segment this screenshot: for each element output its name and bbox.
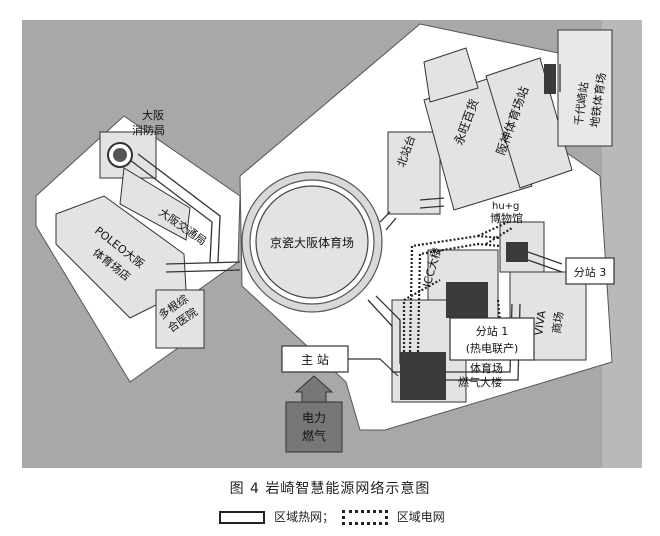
fire-station-label-1: 大阪	[142, 108, 164, 122]
hospital-building	[155, 289, 205, 349]
north-platform-building	[387, 131, 441, 215]
heat-network-swatch	[219, 511, 266, 524]
main-station-box	[281, 345, 349, 373]
supply-arrow	[294, 375, 334, 403]
heat-network	[129, 64, 563, 381]
substation3-label: 分站 3	[574, 265, 607, 279]
substation3-block	[506, 242, 528, 262]
legend: 区域热网； 区域电网	[0, 508, 660, 525]
main-station-block	[400, 352, 446, 400]
fire-station-label-2: 消防局	[132, 123, 165, 137]
substation3-label-box	[565, 257, 615, 285]
power-gas-label-1: 电力	[302, 411, 326, 425]
substation1-label-1: 分站 1	[476, 324, 509, 338]
viva-label-2: 商场	[549, 311, 566, 335]
transport-bureau-building	[119, 167, 191, 241]
substation1-label-box	[449, 317, 535, 361]
dome-label: 京瓷大阪体育场	[270, 235, 354, 250]
map-canvas: 大阪 消防局 大阪交通局 POLEO大阪 体育场店 多根综 合医院 京瓷大阪体育…	[22, 20, 642, 468]
museum-label-2: 博物馆	[490, 211, 523, 225]
electric-network-legend-label: 区域电网	[396, 510, 445, 524]
power-gas-box	[285, 401, 343, 453]
electric-network-swatch	[341, 510, 388, 525]
main-station-leader	[348, 358, 399, 377]
fire-station-core	[113, 148, 127, 162]
gas-label-2: 燃气大楼	[458, 375, 502, 389]
museum-label-1: hu+g	[492, 201, 519, 212]
subway-dark-block	[544, 64, 556, 94]
viva-label-1: VIVA	[532, 309, 548, 336]
hanshin-top-block	[423, 47, 479, 103]
subway-station-building	[557, 29, 613, 147]
main-station-label: 主 站	[301, 353, 329, 367]
heat-network-legend-label: 区域热网；	[274, 510, 335, 524]
substation1-block	[446, 282, 488, 318]
dome-inner	[255, 185, 369, 299]
power-gas-label-2: 燃气	[302, 428, 326, 443]
substation1-label-2: (热电联产)	[466, 341, 519, 355]
gas-label-1: 体育场	[470, 361, 503, 375]
hanshin-station-building	[485, 57, 573, 189]
figure-caption: 图 4 岩崎智慧能源网络示意图	[229, 481, 431, 497]
subway-label-2: 千代崎站	[571, 81, 591, 127]
